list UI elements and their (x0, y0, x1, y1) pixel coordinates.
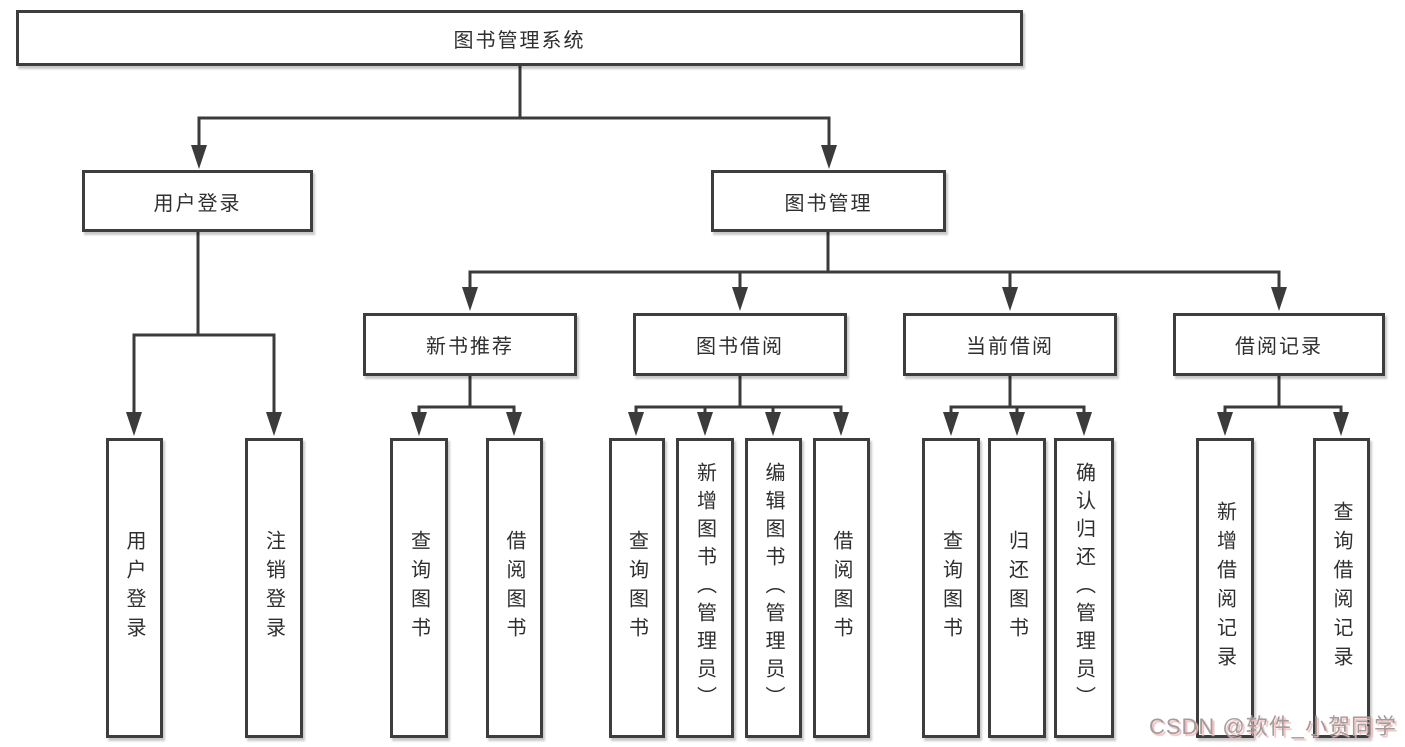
node-label: 图书借阅 (696, 336, 784, 358)
leaf-query-books-recommend: 查询图书 (390, 438, 448, 738)
node-label: 编辑图书（管理员） (762, 462, 784, 714)
leaf-user-login: 用户登录 (106, 438, 163, 738)
leaf-borrow-books: 借阅图书 (813, 438, 870, 738)
leaf-add-books-admin: 新增图书（管理员） (676, 438, 734, 738)
node-new-book-recommend: 新书推荐 (363, 313, 577, 376)
node-label: 归还图书 (1005, 530, 1028, 646)
csdn-watermark: CSDN @软件_小贺同学 (1148, 714, 1397, 739)
node-label: 查询图书 (625, 530, 648, 646)
node-book-management: 图书管理 (711, 170, 946, 232)
node-label: 新书推荐 (426, 336, 514, 358)
leaf-confirm-return-admin: 确认归还（管理员） (1054, 438, 1114, 738)
connector-records-to-leaves (1217, 374, 1349, 436)
node-label: 图书管理系统 (453, 29, 586, 52)
leaf-add-borrow-record: 新增借阅记录 (1196, 438, 1254, 738)
node-user-login: 用户登录 (82, 170, 313, 232)
leaf-return-books: 归还图书 (988, 438, 1046, 738)
node-borrow-records: 借阅记录 (1173, 313, 1385, 376)
node-label: 查询图书 (407, 530, 430, 646)
node-label: 图书管理 (784, 192, 873, 215)
node-label: 当前借阅 (966, 336, 1054, 358)
leaf-borrow-books-recommend: 借阅图书 (486, 438, 543, 738)
leaf-query-books-borrow: 查询图书 (609, 438, 665, 738)
node-label: 新增借阅记录 (1213, 501, 1236, 675)
node-label: 确认归还（管理员） (1072, 462, 1095, 714)
node-label: 查询借阅记录 (1330, 501, 1352, 675)
leaf-edit-books-admin: 编辑图书（管理员） (745, 438, 802, 738)
connector-current-to-leaves (943, 374, 1092, 436)
connector-root-to-level2 (191, 64, 837, 169)
node-label: 借阅图书 (503, 530, 525, 646)
connector-newbook-to-leaves (411, 374, 522, 436)
node-label: 借阅记录 (1235, 336, 1323, 358)
node-label: 新增图书（管理员） (693, 462, 716, 714)
node-label: 注销登录 (262, 530, 285, 646)
node-label: 查询图书 (939, 530, 962, 646)
node-label: 借阅图书 (830, 530, 852, 646)
leaf-logout-login: 注销登录 (245, 438, 303, 738)
connector-userlogin-to-leaves (126, 230, 282, 436)
node-book-borrow: 图书借阅 (633, 313, 847, 376)
leaf-query-books-current: 查询图书 (922, 438, 980, 738)
node-label: 用户登录 (153, 192, 242, 215)
leaf-query-borrow-record: 查询借阅记录 (1313, 438, 1370, 738)
node-label: 用户登录 (123, 530, 145, 646)
node-current-borrow: 当前借阅 (903, 313, 1117, 376)
connector-borrow-to-leaves (628, 374, 849, 436)
connector-bookmgmt-to-level3 (462, 230, 1287, 311)
node-root: 图书管理系统 (16, 10, 1023, 66)
